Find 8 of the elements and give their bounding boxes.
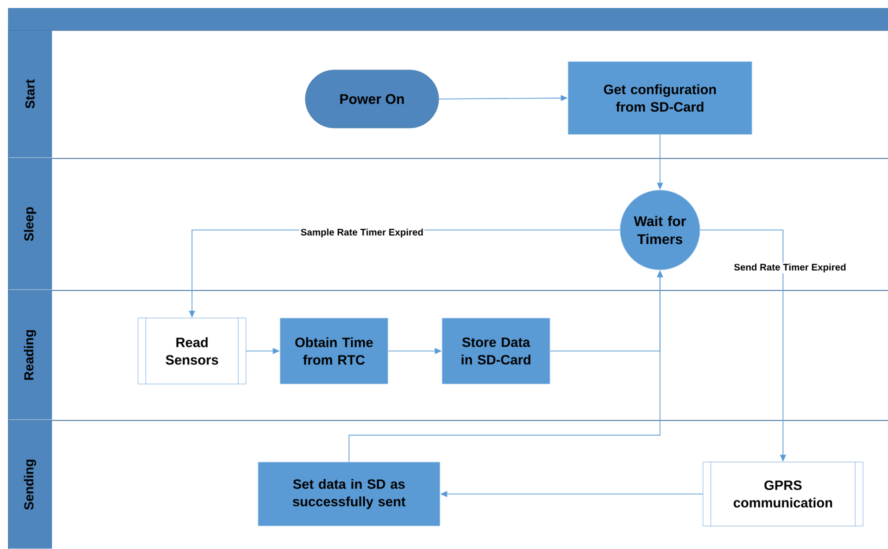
subprocess-box: GPRS communication xyxy=(702,462,864,526)
edge-label: Sample Rate Timer Expired xyxy=(300,228,424,238)
subprocess-box: Read Sensors xyxy=(138,318,246,384)
process-box: Set data in SD as successfully sent xyxy=(258,462,440,526)
process-box: Obtain Time from RTC xyxy=(280,318,388,384)
process-box: Store Data in SD-Card xyxy=(442,318,550,384)
edge-label: Send Rate Timer Expired xyxy=(732,262,848,274)
process-box: Get configuration from SD-Card xyxy=(568,61,752,135)
